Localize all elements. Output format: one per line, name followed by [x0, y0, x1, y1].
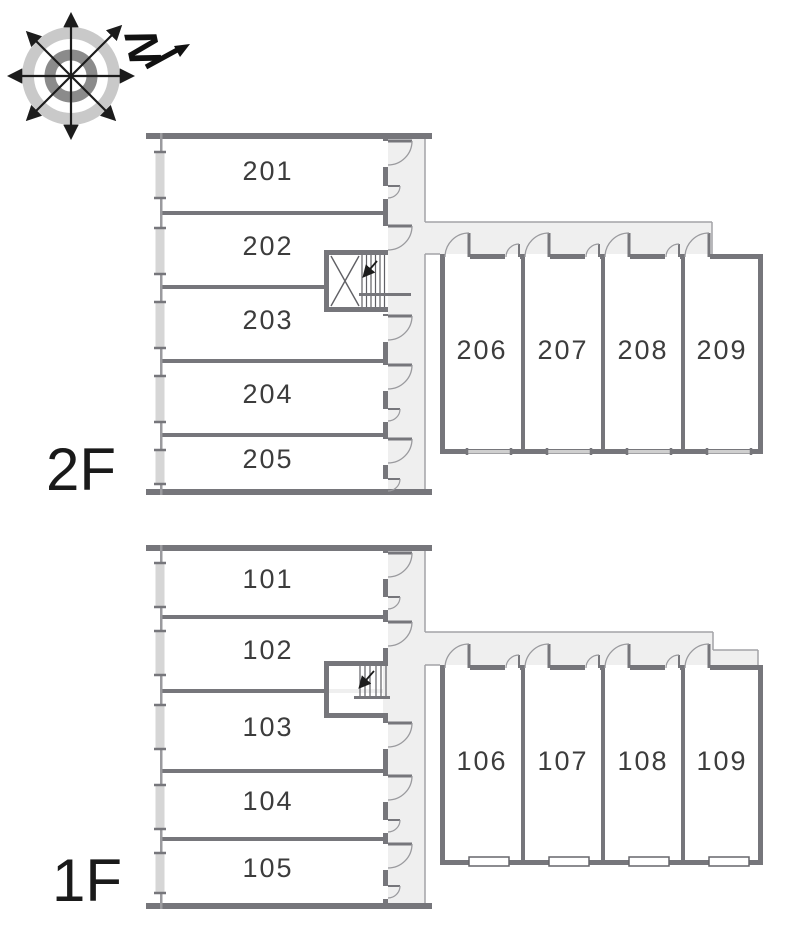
small-door-arcs-2f-wing — [505, 243, 680, 258]
wing-bottom-windows-1f — [468, 856, 750, 867]
room-205-area — [163, 437, 383, 489]
compass-rose: N — [6, 11, 190, 141]
compass-spokes — [6, 11, 136, 141]
room-label-206: 206 — [456, 335, 507, 365]
staircase-2f — [324, 250, 411, 312]
room-label-208: 208 — [617, 335, 668, 365]
small-door-arcs-2f-left — [387, 185, 401, 492]
small-door-leaves-2f-left — [388, 185, 400, 480]
room-209-area — [687, 259, 758, 449]
room-label-204: 204 — [242, 379, 293, 409]
room-label-108: 108 — [617, 746, 668, 776]
room-label-106: 106 — [456, 746, 507, 776]
stair-rail-2f — [359, 293, 411, 296]
floor-label-1f: 1F — [52, 847, 122, 914]
room-label-205: 205 — [242, 444, 293, 474]
room-101-area — [163, 551, 383, 615]
floor-plan-1f: 1F 101 102 103 104 105 106 107 108 109 — [52, 545, 763, 914]
floor-label-2f: 2F — [46, 436, 116, 503]
left-wall-windows-2f — [155, 152, 165, 484]
room-label-207: 207 — [537, 335, 588, 365]
room-label-104: 104 — [242, 786, 293, 816]
small-door-arcs-1f-wing — [505, 654, 680, 669]
door-leaves-2f-left — [388, 139, 412, 441]
room-label-109: 109 — [696, 746, 747, 776]
floor-plan-2f: 2F 201 202 203 204 205 206 207 208 209 — [46, 133, 763, 503]
small-door-leaves-1f-wing — [518, 655, 680, 668]
door-arcs-2f-left — [387, 140, 413, 464]
room-label-201: 201 — [242, 156, 293, 186]
corridor-edge-1f — [424, 551, 759, 903]
wing-bottom-windows-2f — [467, 450, 751, 454]
room-label-107: 107 — [537, 746, 588, 776]
north-arrow-shaft — [144, 46, 181, 70]
north-label: N — [114, 25, 172, 69]
door-leaves-2f-wing — [467, 233, 711, 257]
corridor-2f — [388, 139, 712, 489]
stair-break-lines — [330, 255, 360, 307]
room-label-102: 102 — [242, 635, 293, 665]
room-206-area — [445, 259, 519, 449]
stair-treads-2f — [361, 255, 386, 307]
room-105-area — [163, 841, 383, 903]
room-label-203: 203 — [242, 305, 293, 335]
corridor-1f — [388, 551, 758, 903]
door-leaves-1f-wing — [467, 644, 711, 668]
north-arrow-head — [174, 44, 190, 57]
room-204-area — [163, 363, 383, 433]
room-103-area — [163, 693, 383, 769]
walls-2f — [146, 133, 763, 495]
room-207-area — [525, 259, 599, 449]
stair-direction-arrow-2f — [362, 260, 378, 278]
room-label-103: 103 — [242, 712, 293, 742]
room-208-area — [605, 259, 679, 449]
room-107-area — [525, 670, 599, 860]
stair-direction-arrow-1f — [358, 670, 375, 689]
north-indicator: N — [114, 25, 190, 69]
door-arcs-2f-wing — [444, 232, 710, 258]
room-104-area — [163, 773, 383, 837]
door-leaves-1f-left — [388, 551, 412, 846]
staircase-1f — [324, 661, 390, 718]
door-arcs-1f-left — [387, 552, 413, 869]
room-label-202: 202 — [242, 231, 293, 261]
room-106-area — [445, 670, 519, 860]
room-label-101: 101 — [242, 564, 293, 594]
walls-1f — [146, 545, 763, 909]
stair-rail-1f — [354, 696, 390, 699]
corridor-edge-2f — [424, 139, 713, 489]
window-ticks-left-1f — [154, 561, 166, 895]
window-ticks-left-2f — [154, 150, 166, 486]
room-102-area — [163, 619, 383, 689]
room-201-area — [163, 139, 383, 211]
door-arcs-1f-wing — [444, 643, 710, 669]
room-label-105: 105 — [242, 853, 293, 883]
room-108-area — [605, 670, 679, 860]
window-ticks-wing-2f — [465, 448, 753, 455]
room-label-209: 209 — [696, 335, 747, 365]
small-door-arcs-1f-left — [387, 596, 401, 899]
room-109-area — [687, 670, 758, 860]
left-wall-windows-1f — [155, 563, 165, 893]
small-door-leaves-1f-left — [388, 596, 400, 887]
small-door-leaves-2f-wing — [518, 244, 680, 257]
